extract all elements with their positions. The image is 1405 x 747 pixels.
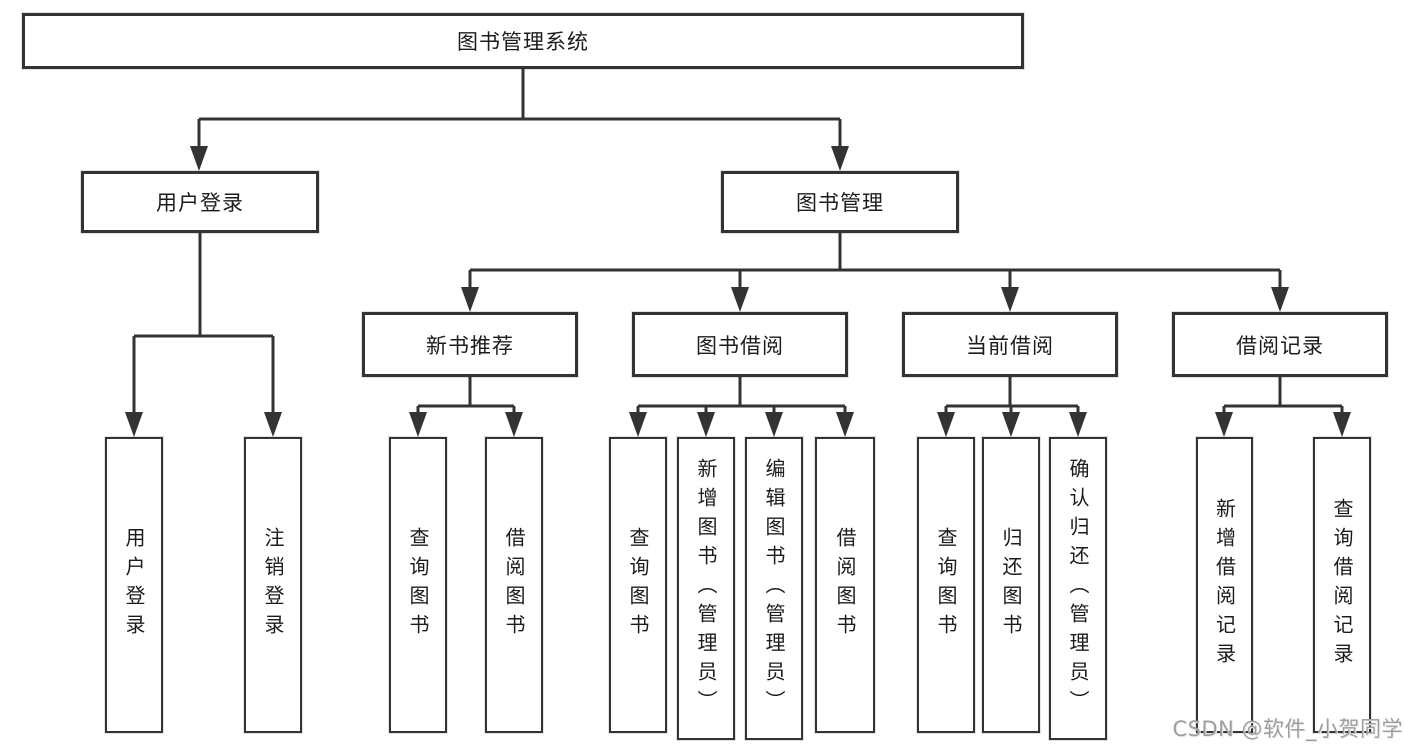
leaf-label: 确认归还（管理员） (1066, 458, 1090, 719)
leaf-return-book: 归还图书 (982, 437, 1040, 733)
leaf-query-book-3: 查询图书 (917, 437, 975, 733)
leaf-query-borrow-record: 查询借阅记录 (1313, 437, 1371, 733)
arrowheads (125, 146, 1351, 437)
leaf-label: 新增图书（管理员） (694, 458, 718, 719)
leaf-query-book-1: 查询图书 (389, 437, 447, 733)
node-label: 用户登录 (156, 191, 244, 215)
leaf-label: 编辑图书（管理员） (762, 458, 786, 719)
leaf-label: 新增借阅记录 (1212, 498, 1237, 672)
node-book-borrow: 图书借阅 (632, 312, 848, 377)
leaf-label: 借阅图书 (502, 527, 526, 643)
leaf-label: 查询图书 (934, 527, 958, 643)
node-label: 新书推荐 (426, 333, 514, 358)
leaf-add-borrow-record: 新增借阅记录 (1196, 437, 1253, 733)
leaf-label: 用户登录 (122, 527, 146, 643)
node-borrow-record: 借阅记录 (1172, 312, 1388, 377)
node-new-book-recommend: 新书推荐 (362, 312, 578, 377)
leaf-edit-book-admin: 编辑图书（管理员） (745, 437, 803, 740)
leaf-borrow-book-1: 借阅图书 (485, 437, 543, 733)
leaf-add-book-admin: 新增图书（管理员） (677, 437, 735, 740)
leaf-label: 借阅图书 (833, 527, 857, 643)
leaf-label: 注销登录 (261, 527, 285, 643)
node-label: 图书管理系统 (457, 30, 589, 54)
node-system-root: 图书管理系统 (22, 13, 1024, 69)
node-book-management-branch: 图书管理 (721, 171, 959, 233)
leaf-label: 归还图书 (999, 527, 1023, 643)
node-user-login-branch: 用户登录 (81, 171, 319, 233)
leaf-borrow-book-2: 借阅图书 (815, 437, 875, 733)
leaf-query-book-2: 查询图书 (609, 437, 667, 733)
node-label: 图书借阅 (696, 333, 784, 358)
node-current-borrow: 当前借阅 (902, 312, 1118, 377)
leaf-label: 查询图书 (626, 527, 650, 643)
leaf-logout: 注销登录 (244, 437, 302, 733)
node-label: 图书管理 (796, 191, 884, 215)
leaf-confirm-return-admin: 确认归还（管理员） (1049, 437, 1107, 740)
node-label: 借阅记录 (1236, 333, 1324, 358)
csdn-watermark: CSDN @软件_小贺同学 (1172, 717, 1403, 741)
leaf-user-login: 用户登录 (105, 437, 163, 733)
leaf-label: 查询图书 (406, 527, 430, 643)
node-label: 当前借阅 (966, 333, 1054, 358)
leaf-label: 查询借阅记录 (1330, 498, 1354, 672)
